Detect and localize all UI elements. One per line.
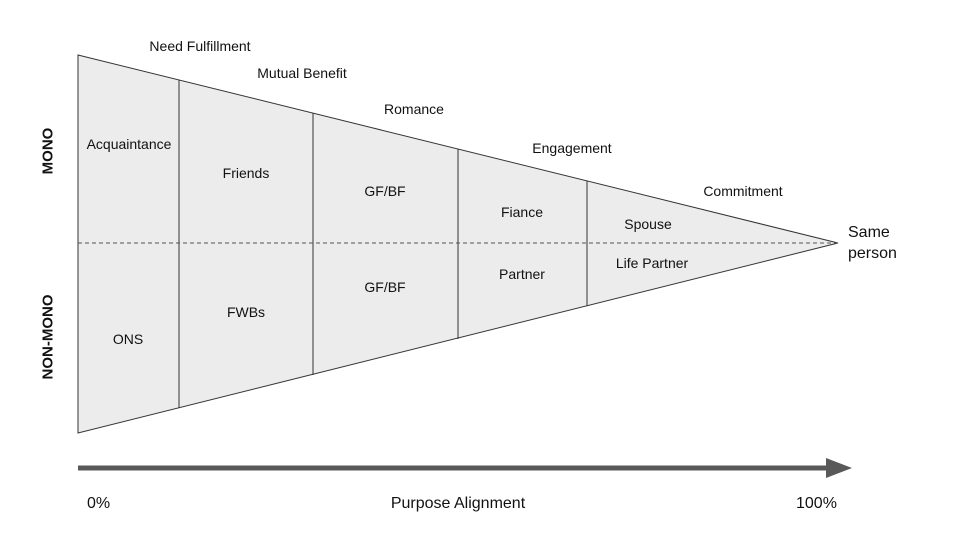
mono-cell-gf-bf: GF/BF [364, 183, 406, 199]
nonmono-cell-partner: Partner [499, 266, 545, 282]
axis-arrow-head [826, 458, 852, 478]
axis-end-label: 100% [796, 495, 837, 512]
mono-cell-spouse: Spouse [624, 216, 672, 232]
row-label-non-mono: NON-MONO [39, 294, 57, 380]
endpoint-label-line2: person [848, 245, 897, 262]
mono-cell-acquaintance: Acquaintance [86, 136, 172, 152]
stage-label-mutual-benefit: Mutual Benefit [257, 65, 347, 81]
nonmono-cell-fwbs: FWBs [226, 304, 266, 320]
axis-title: Purpose Alignment [390, 495, 526, 512]
row-label-mono: MONO [39, 127, 57, 175]
nonmono-cell-gf-bf: GF/BF [364, 279, 406, 295]
endpoint-label: Same person [848, 222, 897, 264]
stage-label-engagement: Engagement [532, 140, 612, 156]
nonmono-cell-ons: ONS [112, 331, 144, 347]
mono-cell-fiance: Fiance [500, 204, 544, 220]
mono-cell-friends: Friends [222, 165, 270, 181]
endpoint-label-line1: Same [848, 224, 890, 241]
stage-label-romance: Romance [384, 101, 444, 117]
stage-label-commitment: Commitment [703, 183, 783, 199]
stage-label-need-fulfillment: Need Fulfillment [149, 38, 251, 54]
axis-start-label: 0% [87, 495, 111, 512]
nonmono-cell-life-partner: Life Partner [615, 255, 689, 271]
